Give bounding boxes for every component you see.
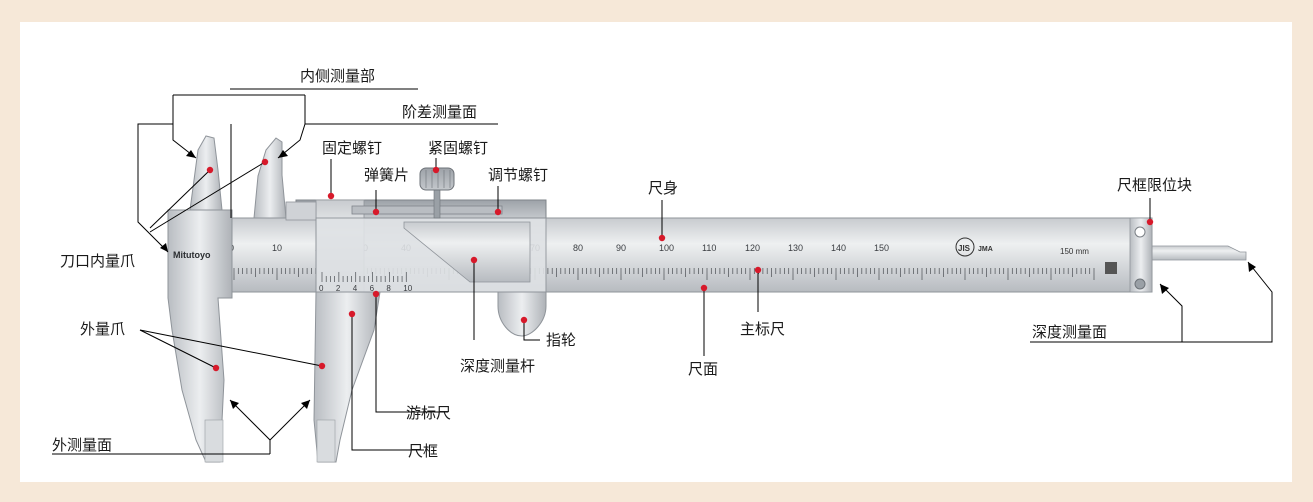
label-main-beam: 尺身 — [648, 179, 679, 197]
main-scale-number: 130 — [788, 243, 803, 253]
clamp-screw-shaft — [433, 187, 441, 219]
main-scale-number: 100 — [659, 243, 674, 253]
label-spring-plate: 弹簧片 — [364, 166, 410, 184]
slider-stop-hole — [1134, 226, 1146, 238]
movable-inner-jaw — [253, 137, 287, 219]
vernier-scale-number: 8 — [386, 284, 391, 293]
vernier-scale-number: 4 — [353, 284, 358, 293]
label-fixed-screw: 固定螺钉 — [322, 139, 383, 157]
label-main-scale: 主标尺 — [740, 320, 786, 338]
vernier-scale-numbers: 0 2 4 6 8 10 — [319, 284, 413, 293]
label-slider-stop: 尺框限位块 — [1117, 176, 1193, 194]
vernier-scale-number: 0 — [319, 284, 324, 293]
label-beam-face: 尺面 — [688, 360, 719, 378]
main-scale-number: 150 — [874, 243, 889, 253]
main-scale-number: 120 — [745, 243, 760, 253]
movable-outer-jaw — [313, 291, 381, 463]
main-scale-number: 10 — [272, 243, 282, 253]
spring-plate — [351, 205, 503, 215]
vernier-scale-number: 10 — [403, 284, 412, 293]
main-scale-number: 140 — [831, 243, 846, 253]
jis-mark — [955, 237, 975, 257]
label-slider-frame: 尺框 — [408, 442, 439, 460]
slider-window — [403, 221, 531, 283]
main-scale-number: 110 — [702, 243, 716, 253]
main-scale-number: 80 — [573, 243, 583, 253]
vernier-scale-number: 6 — [370, 284, 375, 293]
depth-rod-extension — [1149, 245, 1247, 261]
jis-mark-text: JIS — [958, 244, 971, 253]
label-clamp-screw: 紧固螺钉 — [428, 139, 489, 157]
thumb-roller — [497, 291, 547, 337]
label-adjusting-screw: 调节螺钉 — [488, 166, 549, 184]
label-vernier-scale: 游标尺 — [406, 404, 452, 422]
beam-screw — [1134, 278, 1146, 290]
jma-mark-text: JMA — [978, 246, 993, 253]
vernier-scale-ticks — [321, 272, 407, 282]
label-depth-rod: 深度测量杆 — [460, 357, 536, 375]
label-outer-jaw: 外量爪 — [80, 320, 126, 338]
main-scale-number: 90 — [616, 243, 626, 253]
label-knife-inner-jaw: 刀口内量爪 — [60, 252, 136, 270]
main-scale-ticks — [233, 268, 1095, 280]
brand-mark: Mitutoyo — [173, 250, 211, 260]
qr-code — [1105, 262, 1117, 274]
marker-dots — [206, 158, 1154, 372]
label-step-measuring-face: 阶差测量面 — [402, 103, 478, 121]
vernier-scale-number: 2 — [336, 284, 341, 293]
fixed-inner-jaw — [189, 135, 223, 211]
arrowheads — [160, 150, 1256, 409]
leader-lines — [52, 88, 1273, 455]
beam-end — [1129, 217, 1153, 293]
step-block — [285, 201, 317, 221]
label-inner-measuring-part: 内侧测量部 — [300, 67, 376, 85]
label-depth-measuring-face: 深度测量面 — [1032, 323, 1108, 341]
label-outer-measuring-face: 外测量面 — [52, 436, 113, 454]
end-mark-text: 150 mm — [1060, 247, 1089, 256]
label-thumb-roller: 指轮 — [546, 331, 577, 349]
movable-jaw-tip — [316, 419, 336, 463]
fixed-jaw-tip — [204, 419, 224, 463]
